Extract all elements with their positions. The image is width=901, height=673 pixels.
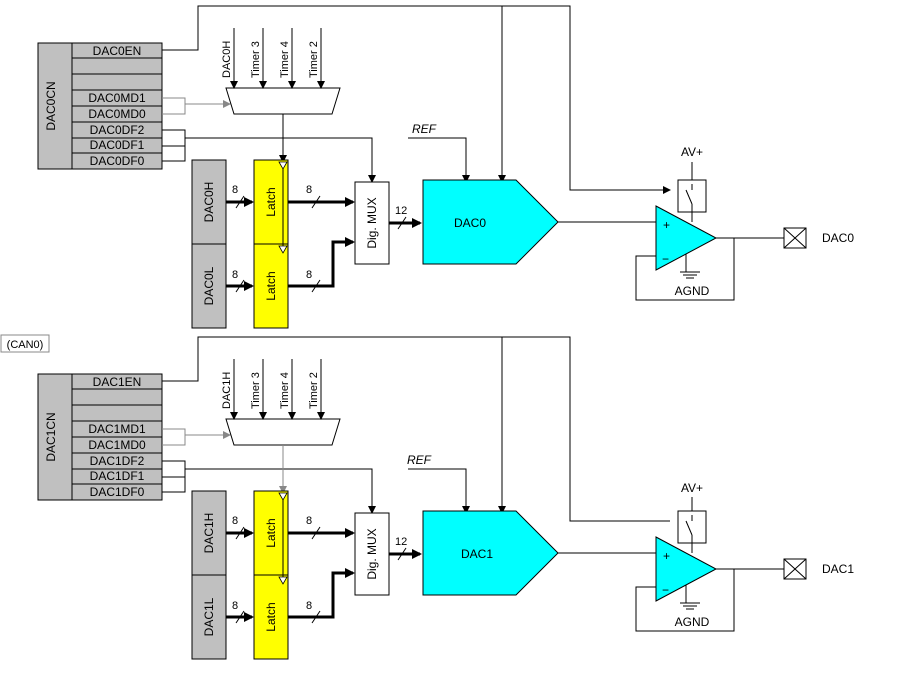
svg-text:8: 8	[306, 515, 312, 527]
svg-text:Latch: Latch	[264, 187, 278, 216]
svg-text:Timer 4: Timer 4	[279, 372, 291, 409]
dac0-control-register-label: DAC0CN	[44, 81, 58, 130]
svg-text:Timer 2: Timer 2	[308, 372, 320, 409]
dac0-enable-line	[162, 5, 670, 191]
svg-text:DAC1H: DAC1H	[221, 372, 233, 409]
dac0-data-high-label: DAC0H	[202, 182, 216, 223]
dac1-avplus-label: AV+	[681, 481, 703, 495]
dac1-bit-df1: DAC1DF1	[90, 469, 145, 483]
svg-text:Timer 3: Timer 3	[250, 41, 262, 78]
dac1-converter-label: DAC1	[461, 547, 493, 561]
side-label: (CAN0)	[7, 339, 44, 351]
dac0-latch-low	[253, 243, 289, 329]
svg-text:Dig. MUX: Dig. MUX	[365, 528, 379, 579]
dac1-bit-md0: DAC1MD0	[88, 438, 146, 452]
dac0-data-low-label: DAC0L	[202, 266, 216, 305]
dac1-converter	[422, 510, 559, 596]
dac0-ref-label: REF	[412, 122, 437, 136]
dac0-bit-en: DAC0EN	[93, 44, 142, 58]
svg-text:Latch: Latch	[264, 271, 278, 300]
svg-text:8: 8	[306, 269, 312, 281]
svg-text:Latch: Latch	[264, 518, 278, 547]
dac0-section: DAC0CN DAC0EN DAC0MD1 DAC0MD0 DAC0DF2 DA…	[37, 5, 854, 329]
dac0-control-register	[37, 42, 73, 170]
dac0-data-low-register	[191, 243, 227, 329]
svg-text:DAC0H: DAC0H	[221, 41, 233, 78]
svg-text:12: 12	[395, 536, 407, 548]
dac0-converter-label: DAC0	[454, 216, 486, 230]
dac1-output-pin-label: DAC1	[822, 562, 854, 576]
svg-text:Latch: Latch	[264, 602, 278, 631]
svg-text:8: 8	[306, 184, 312, 196]
svg-text:8: 8	[232, 600, 238, 612]
dac0-bit-md0: DAC0MD0	[88, 107, 146, 121]
side-label-box	[0, 334, 50, 353]
svg-text:−: −	[662, 252, 669, 266]
dac1-ref-label: REF	[407, 453, 432, 467]
svg-text:8: 8	[306, 600, 312, 612]
dac1-section: DAC1CN DAC1EN DAC1MD1 DAC1MD0 DAC1DF2 DA…	[37, 336, 854, 660]
dac1-control-register-label: DAC1CN	[44, 412, 58, 461]
dac1-latch-low	[253, 574, 289, 660]
svg-text:8: 8	[232, 515, 238, 527]
svg-text:+: +	[663, 549, 670, 563]
dac0-bit-df2: DAC0DF2	[90, 123, 145, 137]
dac0-converter	[422, 179, 559, 265]
svg-text:−: −	[662, 583, 669, 597]
dac0-avplus-label: AV+	[681, 145, 703, 159]
dac1-register-bits: DAC1EN DAC1MD1 DAC1MD0 DAC1DF2 DAC1DF1 D…	[71, 373, 163, 501]
dac0-bit-df1: DAC0DF1	[90, 138, 145, 152]
dac0-bit-df0: DAC0DF0	[90, 154, 145, 168]
svg-text:Timer 3: Timer 3	[250, 372, 262, 409]
dac1-data-low-register	[191, 574, 227, 660]
dac1-data-high-register	[191, 490, 227, 576]
svg-text:Timer 2: Timer 2	[308, 41, 320, 78]
dac1-bit-df2: DAC1DF2	[90, 454, 145, 468]
dac1-control-register	[37, 373, 73, 501]
dac1-data-low-label: DAC1L	[202, 597, 216, 636]
svg-text:12: 12	[395, 205, 407, 217]
dac1-bit-md1: DAC1MD1	[88, 422, 146, 436]
dac1-data-high-label: DAC1H	[202, 513, 216, 554]
dac1-agnd-label: AGND	[675, 615, 710, 629]
dac1-bit-df0: DAC1DF0	[90, 485, 145, 499]
dac0-trigger-mux	[225, 87, 341, 115]
dac1-enable-line	[162, 336, 670, 522]
dac1-trigger-mux	[225, 418, 341, 446]
dac1-bit-en: DAC1EN	[93, 375, 142, 389]
dac0-agnd-label: AGND	[675, 284, 710, 298]
dac0-register-bits: DAC0EN DAC0MD1 DAC0MD0 DAC0DF2 DAC0DF1 D…	[71, 42, 163, 170]
dac0-mux-inputs: DAC0H Timer 3 Timer 4 Timer 2	[221, 28, 325, 89]
svg-text:Dig. MUX: Dig. MUX	[365, 197, 379, 248]
dac1-mux-inputs: DAC1H Timer 3 Timer 4 Timer 2	[221, 359, 325, 420]
svg-text:+: +	[663, 218, 670, 232]
dac0-bit-md1: DAC0MD1	[88, 91, 146, 105]
svg-text:8: 8	[232, 269, 238, 281]
dac0-output-pin-label: DAC0	[822, 231, 854, 245]
svg-text:8: 8	[232, 184, 238, 196]
svg-text:Timer 4: Timer 4	[279, 41, 291, 78]
